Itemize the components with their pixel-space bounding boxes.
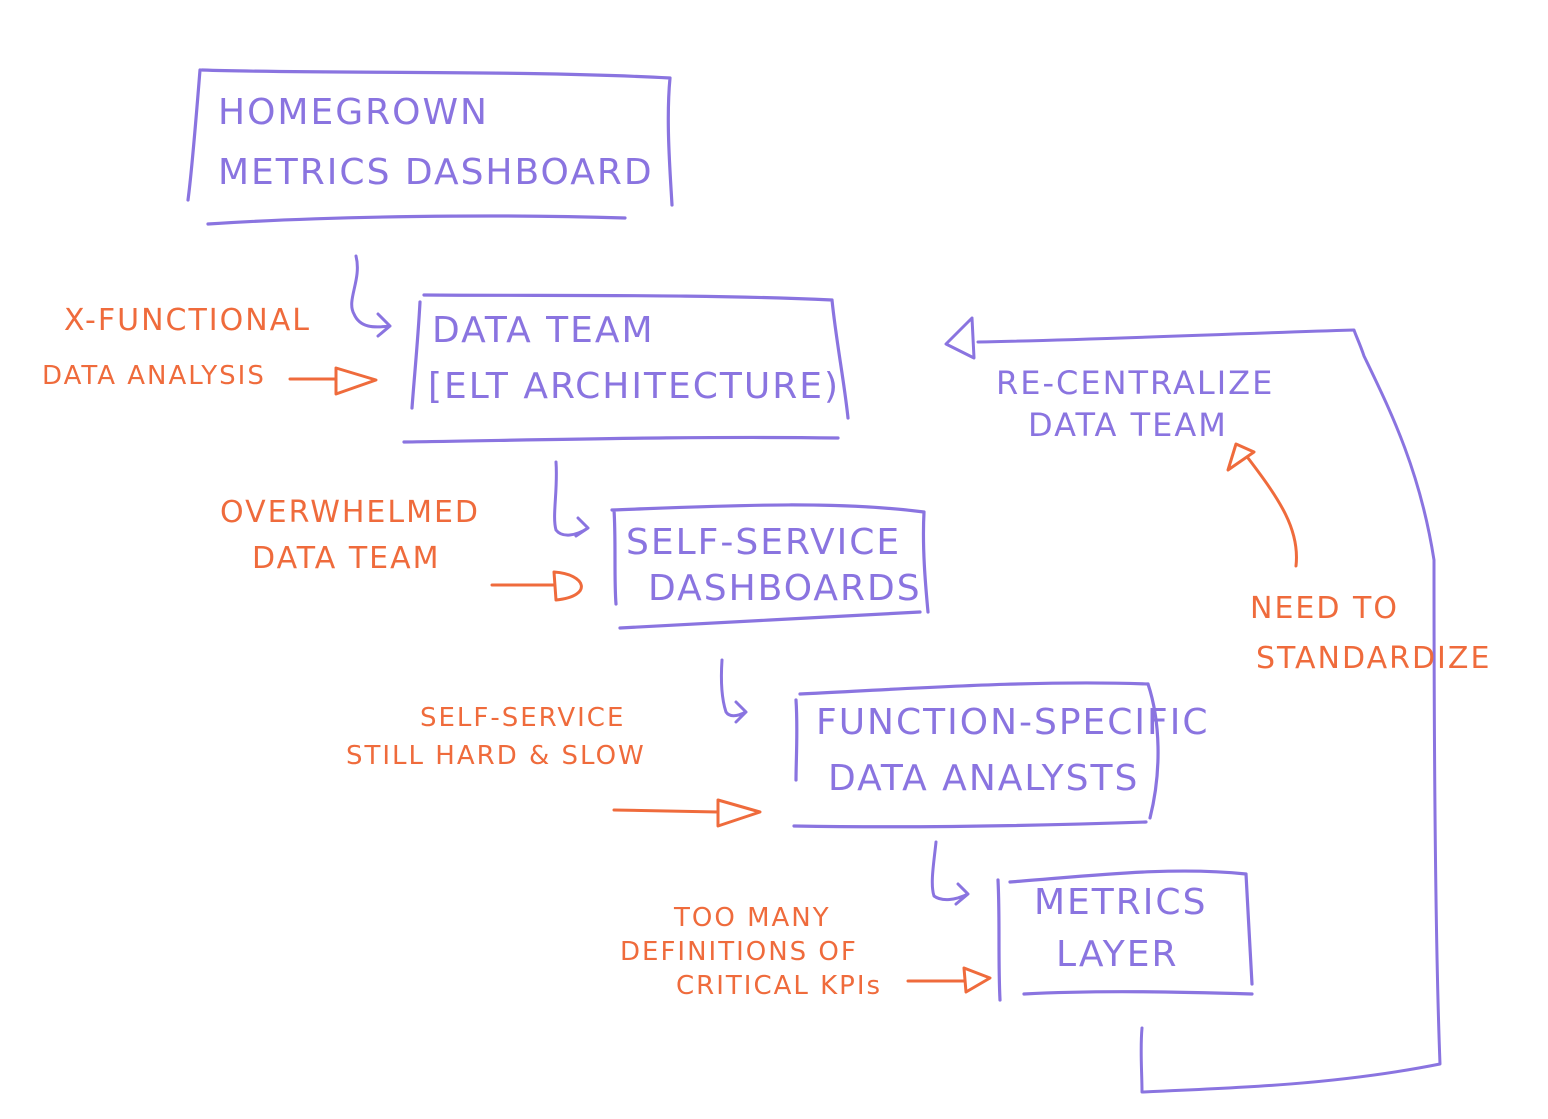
step-text-line: METRICS DASHBOARD xyxy=(218,152,654,193)
cause-text-line: DEFINITIONS OF xyxy=(620,937,858,967)
cause-label: TOO MANY DEFINITIONS OF CRITICAL KPIs xyxy=(620,903,882,1001)
cause-arrow xyxy=(490,570,583,602)
feedback-loop-arrow xyxy=(944,316,1442,1094)
reason-text-line: STANDARDIZE xyxy=(1256,641,1491,676)
cause-text-line: DATA TEAM xyxy=(252,541,441,576)
step-text-line: DASHBOARDS xyxy=(648,568,922,609)
feedback-label: RE-CENTRALIZE DATA TEAM xyxy=(996,364,1274,444)
step-text-line: DATA TEAM xyxy=(432,310,655,351)
cause-text-line: STILL HARD & SLOW xyxy=(346,741,646,771)
feedback-text-line: DATA TEAM xyxy=(1028,406,1228,444)
step-text-line: LAYER xyxy=(1056,934,1178,975)
cause-text-line: SELF-SERVICE xyxy=(420,703,625,733)
step-function-specific-analysts: FUNCTION-SPECIFIC DATA ANALYSTS xyxy=(792,681,1210,829)
cause-arrow xyxy=(906,966,992,994)
step-text-line: METRICS xyxy=(1034,882,1207,923)
cause-arrow xyxy=(288,366,378,396)
step-metrics-layer: METRICS LAYER xyxy=(996,869,1254,1002)
cause-arrow xyxy=(612,798,762,828)
cause-text-line: OVERWHELMED xyxy=(220,495,480,530)
cause-label: OVERWHELMED DATA TEAM xyxy=(220,495,480,576)
step-text-line: FUNCTION-SPECIFIC xyxy=(816,702,1210,743)
step-data-team: DATA TEAM [ELT ARCHITECTURE) xyxy=(402,293,850,444)
cause-text-line: DATA ANALYSIS xyxy=(42,361,266,391)
reason-text-line: NEED TO xyxy=(1250,591,1399,626)
cause-text-line: CRITICAL KPIs xyxy=(676,971,882,1001)
cause-label: SELF-SERVICE STILL HARD & SLOW xyxy=(346,703,646,771)
flow-arrow xyxy=(930,840,970,906)
flow-arrow xyxy=(553,460,590,538)
cause-label: X-FUNCTIONAL DATA ANALYSIS xyxy=(42,303,311,391)
flow-arrow xyxy=(350,254,392,338)
reason-arrow xyxy=(1226,442,1299,568)
step-homegrown-dashboard: HOMEGROWN METRICS DASHBOARD xyxy=(186,68,674,226)
step-text-line: [ELT ARCHITECTURE) xyxy=(428,366,840,407)
cause-text-line: TOO MANY xyxy=(673,903,831,933)
flow-arrow xyxy=(720,658,748,724)
cause-text-line: X-FUNCTIONAL xyxy=(64,303,311,338)
step-text-line: SELF-SERVICE xyxy=(626,522,901,563)
reason-label: NEED TO STANDARDIZE xyxy=(1250,591,1491,676)
step-self-service-dashboards: SELF-SERVICE DASHBOARDS xyxy=(610,503,930,630)
feedback-text-line: RE-CENTRALIZE xyxy=(996,364,1274,402)
step-text-line: HOMEGROWN xyxy=(218,92,489,133)
step-text-line: DATA ANALYSTS xyxy=(828,758,1139,799)
